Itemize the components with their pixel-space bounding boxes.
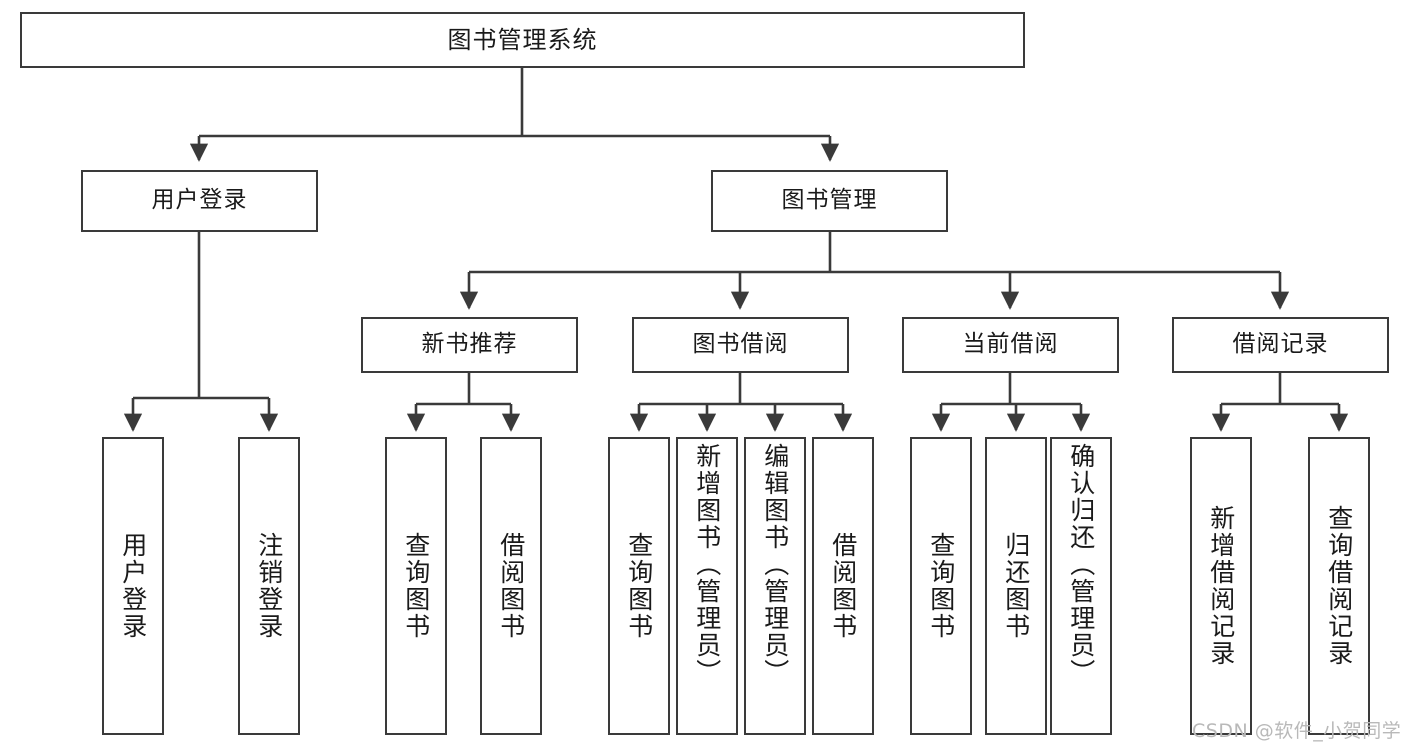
node-new-book-recommend[interactable]: 新书推荐 (361, 317, 578, 373)
csdn-watermark: CSDN @软件_小贺同学 (1192, 720, 1402, 742)
node-label: 借阅记录 (1232, 331, 1329, 358)
node-borrow-record[interactable]: 借阅记录 (1172, 317, 1389, 373)
node-label: 新书推荐 (421, 331, 518, 358)
node-leaf-query-book-2[interactable]: 查询图书 (608, 437, 670, 735)
node-label: 图书借阅 (692, 331, 789, 358)
node-leaf-return-book[interactable]: 归还图书 (985, 437, 1047, 735)
node-leaf-edit-book-admin[interactable]: 编辑图书（管理员） (744, 437, 806, 735)
node-label: 当前借阅 (962, 331, 1059, 358)
node-label: 查询图书 (926, 532, 956, 640)
node-label: 新增借阅记录 (1206, 505, 1236, 667)
node-label: 新增图书（管理员） (692, 443, 722, 686)
node-leaf-query-borrow-record[interactable]: 查询借阅记录 (1308, 437, 1370, 735)
node-leaf-logout[interactable]: 注销登录 (238, 437, 300, 735)
node-label: 查询图书 (401, 532, 431, 640)
node-label: 查询图书 (624, 532, 654, 640)
node-leaf-query-book-1[interactable]: 查询图书 (385, 437, 447, 735)
node-leaf-user-login[interactable]: 用户登录 (102, 437, 164, 735)
node-label: 注销登录 (254, 532, 284, 640)
node-leaf-borrow-book-1[interactable]: 借阅图书 (480, 437, 542, 735)
node-label: 借阅图书 (496, 532, 526, 640)
node-leaf-borrow-book-2[interactable]: 借阅图书 (812, 437, 874, 735)
node-leaf-confirm-return-admin[interactable]: 确认归还（管理员） (1050, 437, 1112, 735)
node-current-borrow[interactable]: 当前借阅 (902, 317, 1119, 373)
node-label: 查询借阅记录 (1324, 505, 1354, 667)
node-label: 确认归还（管理员） (1066, 443, 1096, 686)
node-leaf-add-borrow-record[interactable]: 新增借阅记录 (1190, 437, 1252, 735)
node-user-login[interactable]: 用户登录 (81, 170, 318, 232)
node-book-management-system[interactable]: 图书管理系统 (20, 12, 1025, 68)
node-book-manage[interactable]: 图书管理 (711, 170, 948, 232)
node-label: 用户登录 (151, 187, 248, 214)
node-leaf-add-book-admin[interactable]: 新增图书（管理员） (676, 437, 738, 735)
node-label: 编辑图书（管理员） (760, 443, 790, 686)
node-book-borrow[interactable]: 图书借阅 (632, 317, 849, 373)
node-label: 图书管理系统 (447, 25, 598, 54)
node-label: 借阅图书 (828, 532, 858, 640)
node-label: 归还图书 (1001, 532, 1031, 640)
node-label: 用户登录 (118, 532, 148, 640)
node-label: 图书管理 (781, 187, 878, 214)
node-leaf-query-book-3[interactable]: 查询图书 (910, 437, 972, 735)
